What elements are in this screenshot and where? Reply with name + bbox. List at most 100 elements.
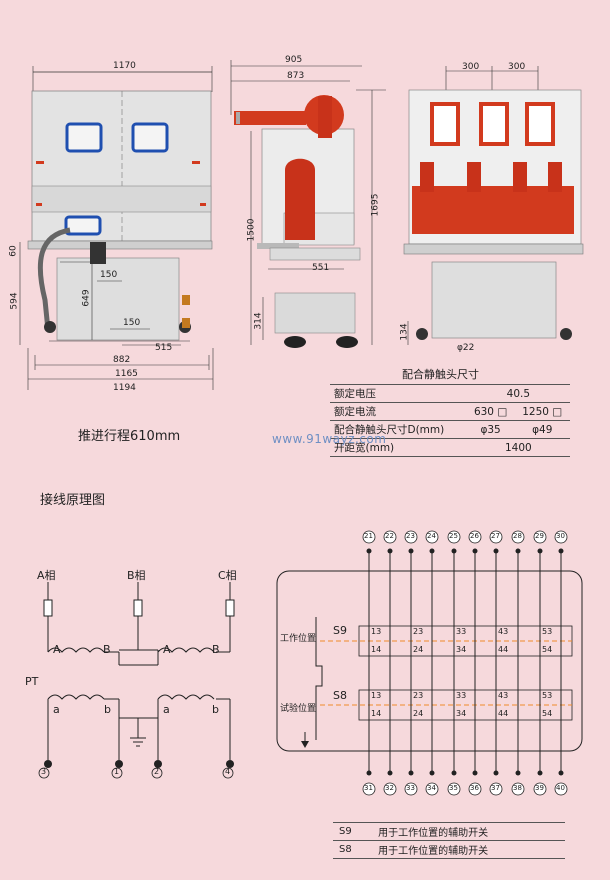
contact-number: 54 bbox=[542, 645, 553, 654]
spec-value: φ35 bbox=[466, 420, 515, 439]
dim-front-150b: 150 bbox=[123, 318, 141, 328]
primary-label: A bbox=[163, 643, 171, 656]
legend-code: S8 bbox=[333, 840, 373, 859]
spec-label: 额定电流 bbox=[330, 402, 467, 421]
contact-number: 44 bbox=[498, 709, 509, 718]
terminal-circle bbox=[362, 530, 376, 544]
secondary-label: b bbox=[212, 703, 219, 716]
legend-row: S9 用于工作位置的辅助开关 bbox=[333, 822, 565, 841]
spec-value: 40.5 bbox=[466, 384, 570, 403]
terminal-circle bbox=[383, 530, 397, 544]
terminal-number-bottom: 34 bbox=[427, 784, 436, 792]
terminal-dot bbox=[558, 548, 564, 554]
dim-front-150a: 150 bbox=[100, 270, 118, 280]
watermark: www.91wayz.com bbox=[272, 432, 387, 446]
terminal-number-bottom: 37 bbox=[491, 784, 500, 792]
spec-row: 配合静触头尺寸D(mm) φ35 φ49 bbox=[330, 420, 570, 439]
terminal-circle bbox=[533, 530, 547, 544]
dim-side-905: 905 bbox=[285, 55, 303, 65]
terminal-number-top: 30 bbox=[556, 532, 565, 540]
terminal-dot bbox=[493, 548, 499, 554]
terminal-number-top: 28 bbox=[513, 532, 522, 540]
dim-side-1500: 1500 bbox=[246, 218, 257, 242]
spec-table-title: 配合静触头尺寸 bbox=[402, 368, 479, 381]
work-position-label: 工作位置 bbox=[280, 634, 317, 644]
spec-row: 额定电流 630 □ 1250 □ bbox=[330, 402, 570, 421]
terminal-number-top: 27 bbox=[491, 532, 500, 540]
dim-front-882: 882 bbox=[113, 355, 131, 365]
terminal-number-top: 29 bbox=[535, 532, 544, 540]
dim-rear-134: 134 bbox=[399, 323, 410, 341]
legend-desc: 用于工作位置的辅助开关 bbox=[372, 840, 565, 859]
terminal-dot bbox=[366, 770, 372, 776]
terminal-circle bbox=[489, 782, 503, 796]
terminal-circle bbox=[468, 530, 482, 544]
terminal-circle bbox=[362, 782, 376, 796]
primary-label: B bbox=[103, 643, 111, 656]
terminal-dot bbox=[451, 770, 457, 776]
spec-label: 配合静触头尺寸D(mm) bbox=[330, 420, 467, 439]
terminal-circle bbox=[447, 782, 461, 796]
terminal-number-top: 23 bbox=[406, 532, 415, 540]
contact-number: 24 bbox=[413, 709, 424, 718]
terminal-number-bottom: 38 bbox=[513, 784, 522, 792]
terminal-circle bbox=[447, 530, 461, 544]
dim-front-60: 60 bbox=[8, 245, 19, 257]
stroke-title: 推进行程610mm bbox=[78, 429, 181, 444]
dim-rear-300a: 300 bbox=[462, 62, 480, 72]
spec-row: 开距宽(mm) 1400 bbox=[330, 438, 570, 457]
terminal-number: 2 bbox=[154, 767, 160, 776]
contact-number: 23 bbox=[413, 691, 424, 700]
terminal-dot bbox=[429, 548, 435, 554]
secondary-label: a bbox=[53, 703, 60, 716]
terminal-dot bbox=[387, 770, 393, 776]
phase-label-b: B相 bbox=[127, 569, 146, 582]
test-position-label: 试验位置 bbox=[280, 704, 317, 714]
terminal-number-bottom: 39 bbox=[535, 784, 544, 792]
contact-number: 34 bbox=[456, 645, 467, 654]
contact-number: 53 bbox=[542, 627, 553, 636]
terminal-number-bottom: 35 bbox=[449, 784, 458, 792]
secondary-label: a bbox=[163, 703, 170, 716]
legend-code: S9 bbox=[333, 822, 373, 841]
terminal-dot bbox=[366, 548, 372, 554]
spec-value: 1250 □ bbox=[514, 402, 570, 421]
terminal-dot bbox=[472, 548, 478, 554]
terminal-number-top: 22 bbox=[385, 532, 394, 540]
terminal-circle bbox=[468, 782, 482, 796]
terminal-circle bbox=[511, 782, 525, 796]
s9-label: S9 bbox=[333, 624, 347, 637]
contact-number: 14 bbox=[371, 645, 382, 654]
phase-label-c: C相 bbox=[218, 569, 237, 582]
contact-number: 44 bbox=[498, 645, 509, 654]
contact-number: 14 bbox=[371, 709, 382, 718]
terminal-dot bbox=[515, 548, 521, 554]
spec-label: 额定电压 bbox=[330, 384, 467, 403]
spec-value: 1400 bbox=[466, 438, 570, 457]
contact-number: 13 bbox=[371, 627, 382, 636]
terminal-circle bbox=[425, 530, 439, 544]
legend-table: S9 用于工作位置的辅助开关 S8 用于工作位置的辅助开关 bbox=[333, 822, 565, 859]
terminal-dot bbox=[451, 548, 457, 554]
terminal-circle bbox=[489, 530, 503, 544]
contact-number: 13 bbox=[371, 691, 382, 700]
terminal-number-top: 24 bbox=[427, 532, 436, 540]
contact-number: 24 bbox=[413, 645, 424, 654]
contact-number: 23 bbox=[413, 627, 424, 636]
terminal-circle bbox=[425, 782, 439, 796]
terminal-circle bbox=[383, 782, 397, 796]
dim-side-551: 551 bbox=[312, 263, 330, 273]
contact-number: 33 bbox=[456, 691, 467, 700]
terminal-circle bbox=[554, 782, 568, 796]
dim-front-width: 1170 bbox=[113, 61, 136, 71]
spec-row: 额定电压 40.5 bbox=[330, 384, 570, 403]
spec-table: 额定电压 40.5 额定电流 630 □ 1250 □ 配合静触头尺寸D(mm)… bbox=[330, 384, 570, 457]
contact-number: 43 bbox=[498, 691, 509, 700]
terminal-dot bbox=[429, 770, 435, 776]
contact-number: 53 bbox=[542, 691, 553, 700]
terminal-number-bottom: 33 bbox=[406, 784, 415, 792]
terminal-circle bbox=[533, 782, 547, 796]
legend-row: S8 用于工作位置的辅助开关 bbox=[333, 840, 565, 859]
